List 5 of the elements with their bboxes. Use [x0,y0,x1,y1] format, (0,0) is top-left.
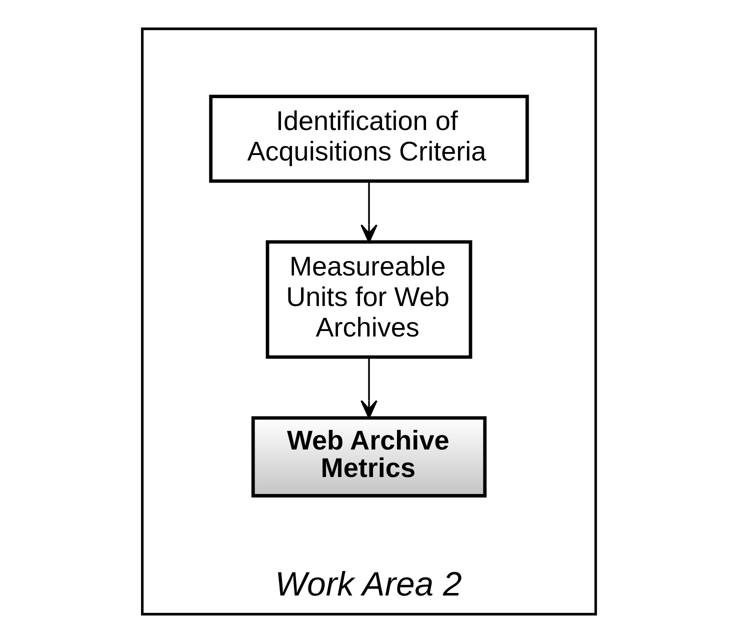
arrow [360,182,377,243]
node-box: Measureable Units for Web Archives [265,240,472,359]
arrow [360,357,377,419]
node-box: Identification of Acquisitions Criteria [208,94,528,183]
node-box: Web Archive Metrics [250,416,486,498]
